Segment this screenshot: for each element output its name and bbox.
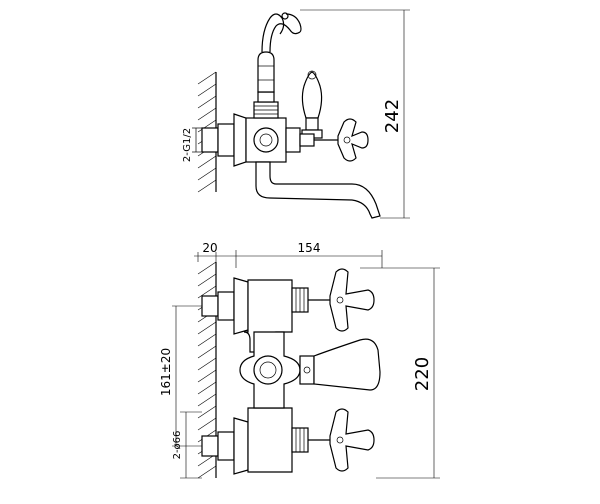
lower-inlet [201, 417, 249, 475]
wall-offset-dimension: 20 [194, 241, 236, 262]
height-value-front: 220 [412, 357, 433, 391]
porcelain-lever-front [299, 338, 381, 391]
side-view: 2-G1/2 242 [182, 9, 410, 219]
upper-valve-cross-handle [291, 268, 375, 332]
lower-valve-cross-handle [291, 408, 375, 472]
height-value-top: 242 [382, 99, 403, 133]
width-dimension: 154 [235, 241, 383, 268]
inlet-connector-top [201, 113, 247, 167]
wall-offset-value: 20 [202, 241, 217, 255]
front-view: 20 154 [159, 241, 440, 479]
flange-diameter-value: 2-ø66 [172, 431, 183, 460]
height-dimension-front: 220 [360, 267, 440, 479]
connection-size-top: 2-G1/2 [182, 128, 193, 162]
cross-handle-side [299, 118, 369, 162]
porcelain-lever-side [301, 70, 323, 139]
mixer-body-front [239, 279, 301, 473]
hand-shower-holder [257, 12, 302, 93]
upper-inlet [201, 277, 249, 335]
connection-label-top: 2-G1/2 [182, 127, 202, 162]
center-distance-dimension: 161±20 [159, 305, 202, 447]
width-value: 154 [298, 241, 321, 255]
mixer-body-side [245, 91, 301, 163]
spout-side [255, 161, 381, 219]
flange-diameter-dimension: 2-ø66 [172, 411, 202, 479]
center-distance-value: 161±20 [159, 348, 173, 396]
height-dimension-top: 242 [300, 9, 410, 219]
